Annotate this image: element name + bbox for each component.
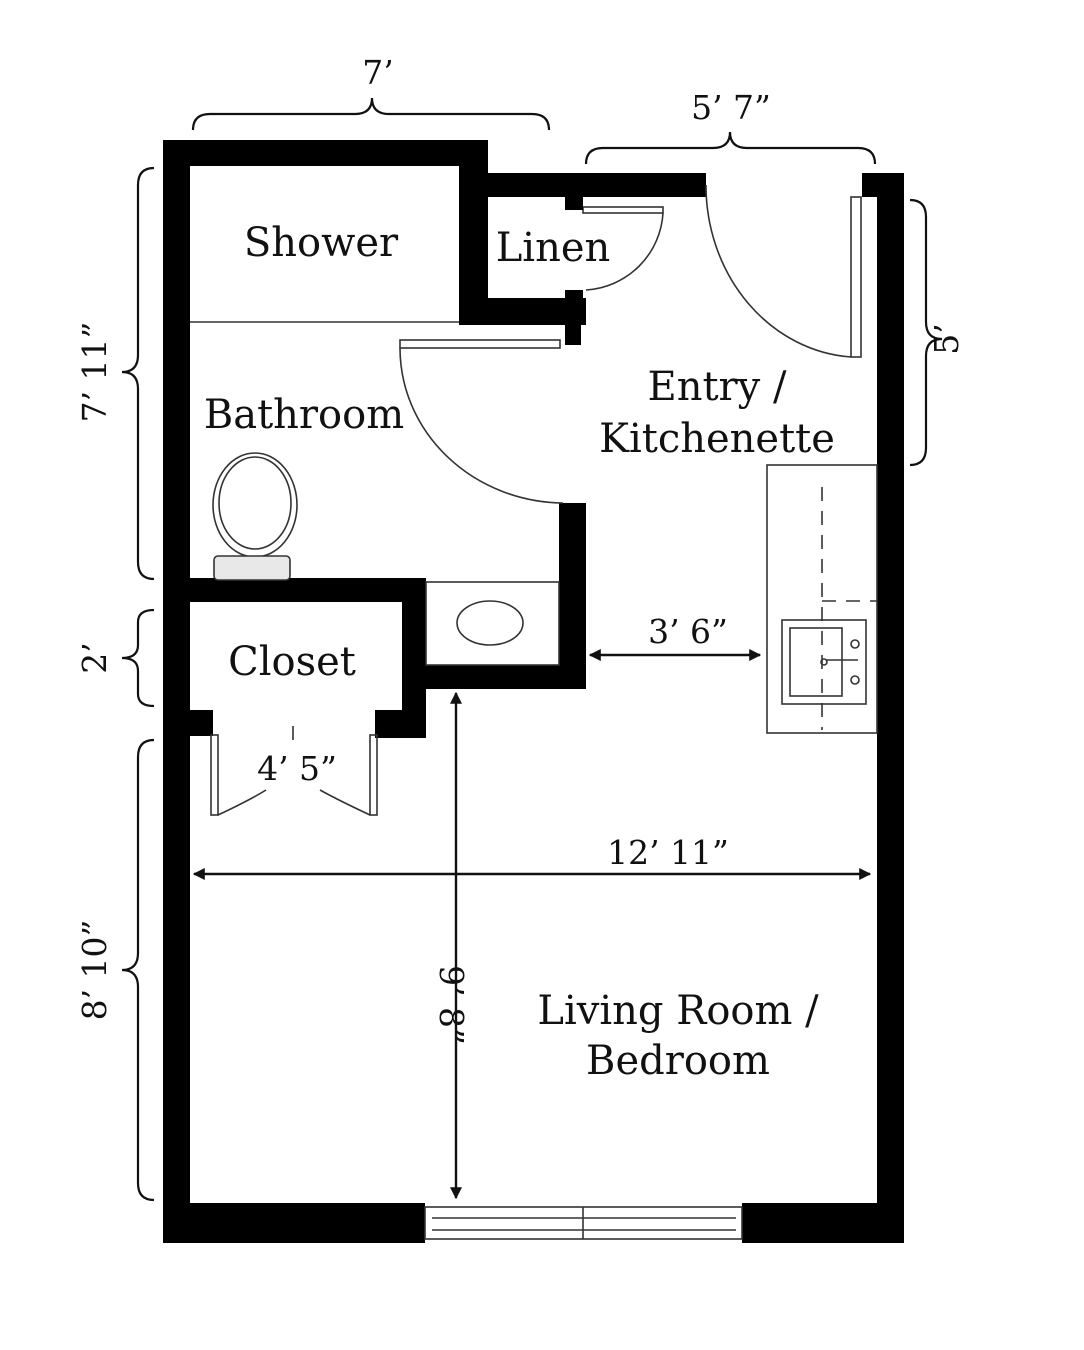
dim-total-width: 12’ 11” (607, 833, 729, 872)
toilet-bowl-outer (212, 452, 298, 558)
kitchen-counter (766, 464, 878, 734)
brace-top-right (584, 131, 877, 165)
closet-door-left-swing (217, 789, 267, 816)
kitchen-sink-outer (781, 619, 867, 705)
top-wall-left (163, 140, 488, 166)
right-wall (877, 173, 904, 1243)
dim-hall-width: 3’ 6” (648, 612, 728, 651)
linen-hinge-top (565, 190, 583, 210)
entry-label-line1: Entry / (648, 364, 787, 410)
dim-living-depth: 9’ 8” (432, 965, 471, 1045)
closet-door-right-swing (319, 789, 371, 816)
linen-bottom-wall (459, 298, 586, 325)
sink-knob-top (850, 639, 860, 649)
brace-left-upper (121, 166, 155, 581)
bottom-wall-left (163, 1203, 425, 1243)
closet-jamb-left (163, 710, 213, 736)
bathroom-door-leaf (399, 339, 561, 349)
living-label-line1: Living Room / (537, 988, 819, 1034)
toilet-bowl-inner (218, 456, 292, 550)
room-labels: Shower Linen Bathroom Entry / Kitchenett… (204, 220, 835, 1084)
bathroom-closet-divider (163, 578, 425, 602)
kitchen-sink-basin (789, 627, 843, 697)
dim-left-lower-height: 8’ 10” (75, 920, 114, 1021)
bath-vanity-bottom-wall (402, 665, 586, 689)
sink-drain (820, 658, 828, 666)
linen-hinge-bottom (565, 290, 583, 310)
linen-door-swing (585, 212, 664, 291)
entry-door-leaf (850, 196, 862, 358)
left-wall (163, 140, 190, 1243)
toilet-tank (213, 555, 291, 581)
dimension-labels: 7’ 5’ 7” 7’ 11” 2’ 8’ 10” 5’ 3’ 6” 4’ 5”… (75, 53, 966, 1045)
bathroom-door-swing (399, 347, 564, 504)
brace-left-middle (121, 608, 155, 708)
entry-door-swing (705, 184, 852, 358)
closet-door-left-leaf (210, 734, 219, 816)
dimension-marks (121, 97, 943, 1202)
bottom-wall-right (742, 1203, 904, 1243)
dim-left-upper-height: 7’ 11” (75, 322, 114, 423)
brace-top-left (191, 97, 551, 131)
dim-right-upper-height: 5’ (927, 323, 966, 355)
bathroom-label: Bathroom (204, 392, 404, 438)
linen-label: Linen (496, 225, 611, 271)
closet-jamb-right (375, 710, 426, 738)
dim-closet-width: 4’ 5” (257, 749, 337, 788)
bath-door-jamb-wall (559, 503, 586, 689)
brace-left-lower (121, 738, 155, 1202)
linen-door-leaf (582, 206, 664, 214)
walls (163, 140, 904, 1243)
closet-door-right-leaf (369, 734, 378, 816)
brace-right-upper (909, 198, 943, 467)
closet-label: Closet (228, 639, 356, 685)
dim-top-right-width: 5’ 7” (691, 88, 771, 127)
shower-label: Shower (244, 220, 399, 266)
vanity-basin (456, 600, 524, 646)
bath-door-hinge (565, 325, 581, 345)
entry-label-line2: Kitchenette (599, 416, 835, 462)
vanity-counter (425, 581, 560, 666)
dim-top-left-width: 7’ (362, 53, 394, 92)
living-label-line2: Bedroom (586, 1038, 770, 1084)
fixtures (190, 184, 878, 1240)
sink-knob-bottom (850, 675, 860, 685)
dim-left-middle-height: 2’ (75, 642, 114, 674)
bathroom-linen-divider (459, 140, 488, 325)
